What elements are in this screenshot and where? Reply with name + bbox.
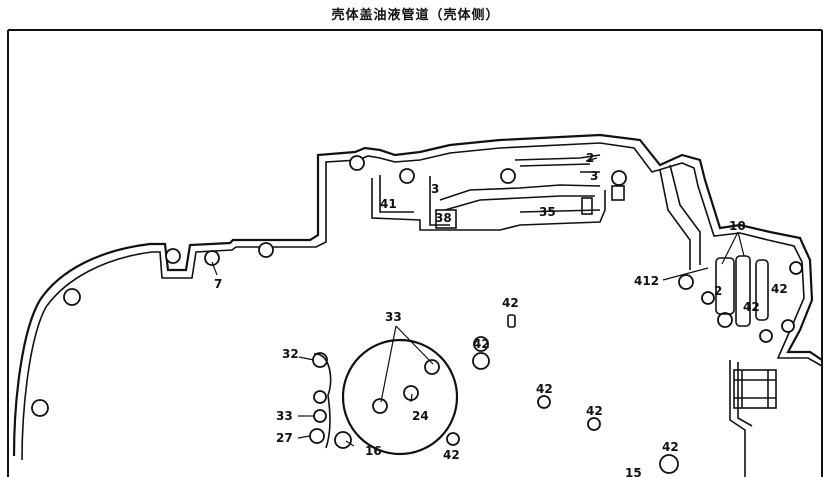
label-38: 38 bbox=[435, 211, 452, 225]
label-41: 41 bbox=[380, 197, 397, 211]
frame bbox=[7, 29, 823, 477]
label-42-mid: 42 bbox=[502, 296, 519, 310]
leader-lines bbox=[211, 157, 745, 447]
label-32: 32 bbox=[282, 347, 299, 361]
right-valve-block bbox=[715, 255, 777, 409]
label-15: 15 bbox=[625, 466, 642, 477]
label-2-top: 2 bbox=[586, 151, 594, 165]
label-42-c2: 42 bbox=[536, 382, 553, 396]
label-412: 412 bbox=[634, 274, 659, 288]
label-2-right: 2 bbox=[714, 284, 722, 298]
label-42-right-b: 42 bbox=[771, 282, 788, 296]
label-7: 7 bbox=[214, 277, 222, 291]
label-42-lower-right: 42 bbox=[662, 440, 679, 454]
label-16: 16 bbox=[365, 444, 382, 458]
label-42-right-a: 42 bbox=[743, 300, 760, 314]
label-35: 35 bbox=[539, 205, 556, 219]
label-24: 24 bbox=[412, 409, 429, 423]
bolt-holes bbox=[31, 155, 803, 417]
label-33-left: 33 bbox=[276, 409, 293, 423]
upper-channels bbox=[371, 154, 701, 270]
label-33-top: 33 bbox=[385, 310, 402, 324]
label-42-c3: 42 bbox=[586, 404, 603, 418]
case-outline bbox=[12, 133, 823, 477]
label-3-left: 3 bbox=[431, 182, 439, 196]
label-42-center: 42 bbox=[473, 337, 490, 351]
label-27: 27 bbox=[276, 431, 293, 445]
label-10: 10 bbox=[729, 219, 746, 233]
callout-labels: 2 3 3 41 38 35 10 412 2 42 42 7 42 33 42… bbox=[214, 151, 788, 477]
diagram-title: 壳体盖油液管道（壳体侧） bbox=[331, 8, 500, 23]
center-holes bbox=[309, 314, 679, 474]
label-3-right: 3 bbox=[590, 169, 598, 183]
label-42-bottom: 42 bbox=[443, 448, 460, 462]
